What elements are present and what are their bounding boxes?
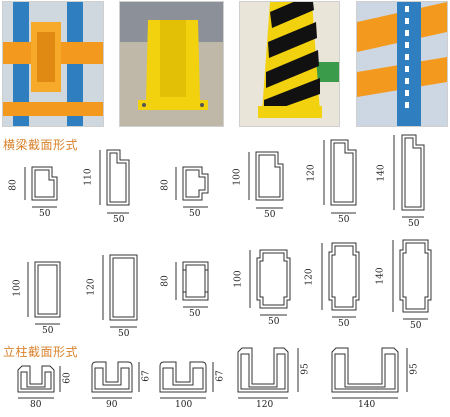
beam-r1-1-height: 80 — [8, 179, 19, 191]
column-2-height: 67 — [141, 370, 152, 382]
beam-r1-3-width: 50 — [189, 209, 201, 219]
beam-r2-4-height: 100 — [233, 270, 244, 288]
beam-profile-r1-4 — [248, 151, 284, 209]
beam-profile-r1-2 — [99, 149, 130, 214]
beam-r2-3-width: 50 — [189, 309, 201, 319]
beam-profile-r2-5 — [321, 242, 360, 318]
photo-column-guard — [120, 2, 223, 126]
beam-r1-6-height: 140 — [376, 164, 387, 182]
column-profile-5 — [331, 347, 408, 399]
beam-r2-2-width: 50 — [118, 329, 130, 339]
beam-r1-4-width: 50 — [264, 210, 276, 220]
beam-r2-2-height: 120 — [86, 278, 97, 296]
beam-r2-5-width: 50 — [338, 319, 350, 329]
column-section-title: 立柱截面形式 — [3, 345, 79, 359]
column-4-height: 95 — [300, 363, 311, 375]
beam-r1-5-width: 50 — [338, 215, 350, 225]
column-profile-3 — [159, 361, 214, 399]
beam-r2-6-width: 50 — [410, 321, 422, 331]
beam-r2-1-width: 50 — [42, 326, 54, 336]
column-profile-4 — [237, 347, 299, 399]
beam-r1-5-height: 120 — [306, 164, 317, 182]
beam-profile-r2-3 — [175, 261, 209, 308]
beam-r2-3-height: 80 — [160, 275, 171, 287]
beam-profile-r1-5 — [323, 139, 357, 214]
photo-rack-beam-connector — [3, 2, 103, 126]
column-5-width: 140 — [358, 400, 376, 410]
column-4-width: 120 — [256, 400, 274, 410]
column-profile-2 — [91, 361, 140, 399]
column-3-width: 100 — [175, 400, 193, 410]
photo-rack-column-slots — [357, 2, 447, 126]
beam-profile-r2-2 — [102, 254, 138, 328]
beam-profile-r2-6 — [392, 239, 432, 320]
beam-r1-3-height: 80 — [160, 179, 171, 191]
column-1-height: 60 — [62, 372, 73, 384]
beam-r2-5-height: 120 — [304, 268, 315, 286]
beam-r1-2-width: 50 — [113, 215, 125, 225]
beam-r1-2-height: 110 — [83, 168, 94, 186]
column-2-width: 90 — [106, 400, 118, 410]
column-3-height: 67 — [215, 370, 226, 382]
beam-r2-4-width: 50 — [268, 317, 280, 327]
beam-profile-r1-1 — [24, 166, 58, 208]
beam-profile-r2-4 — [249, 249, 291, 316]
column-5-height: 95 — [409, 363, 420, 375]
beam-r1-4-height: 100 — [232, 168, 243, 186]
column-profile-1 — [17, 365, 61, 399]
beam-profile-r1-6 — [393, 134, 425, 218]
beam-section-title: 横梁截面形式 — [3, 138, 79, 152]
photo-striped-corner-guard — [240, 2, 339, 126]
beam-r2-6-height: 140 — [375, 267, 386, 285]
beam-r2-1-height: 100 — [12, 279, 23, 297]
beam-r1-1-width: 50 — [39, 209, 51, 219]
beam-profile-r1-3 — [175, 166, 209, 208]
beam-profile-r2-1 — [27, 261, 61, 325]
column-1-width: 80 — [30, 400, 42, 410]
beam-r1-6-width: 50 — [408, 219, 420, 229]
